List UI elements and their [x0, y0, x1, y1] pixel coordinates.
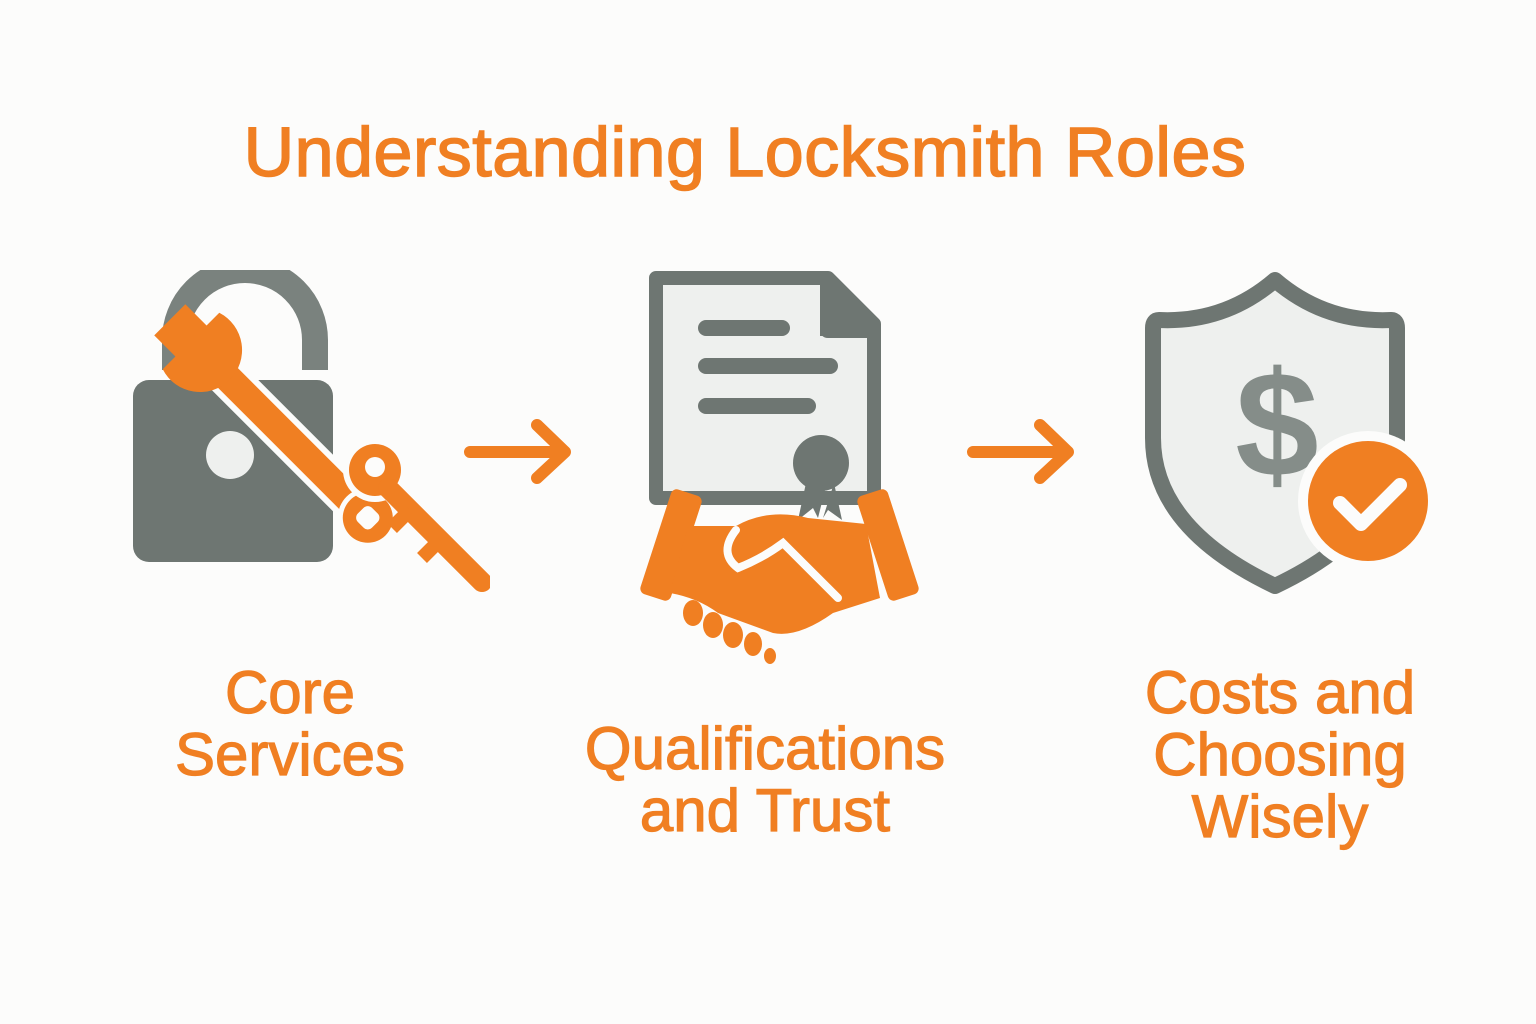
padlock-wrench-key-icon — [130, 257, 492, 610]
label-line: Core — [224, 659, 356, 726]
label-line: Services — [174, 721, 406, 788]
label-line: Qualifications — [584, 715, 946, 782]
step-label-costs-choosing: Costs and Choosing Wisely — [1080, 659, 1480, 850]
label-line: Costs and — [1144, 659, 1416, 726]
certificate-handshake-icon — [598, 268, 938, 668]
step-label-qualifications-trust: Qualifications and Trust — [505, 715, 1025, 844]
step-label-core-services: Core Services — [110, 659, 470, 788]
label-line: Choosing — [1153, 721, 1408, 788]
diagram-title: Understanding Locksmith Roles — [243, 112, 1247, 192]
shield-dollar-check-icon: $ — [1135, 268, 1438, 598]
label-line: and Trust — [639, 777, 891, 844]
arrow-right-icon — [965, 410, 1080, 495]
arrow-right-icon — [462, 410, 577, 495]
label-line: Wisely — [1191, 783, 1369, 850]
